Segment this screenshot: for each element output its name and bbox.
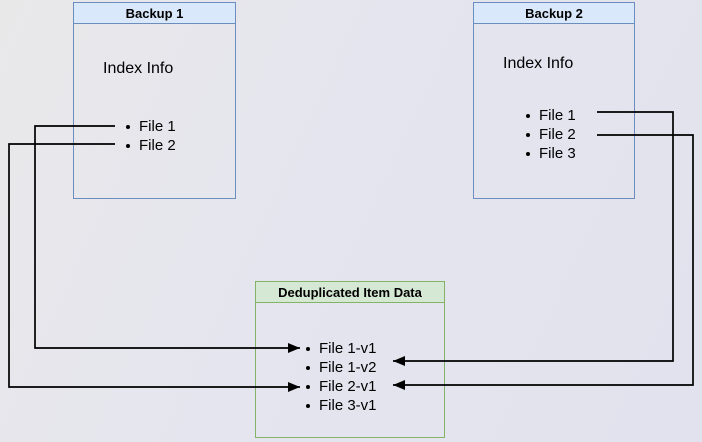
dedup-item: File 1-v1 [306,339,377,358]
dedup-item-label: File 1-v2 [319,359,377,376]
bullet-icon [526,113,530,118]
dedup-item-label: File 2-v1 [319,378,377,395]
backup-1-file-item: File 2 [126,136,176,155]
dedup-item-list: File 1-v1 File 1-v2 File 2-v1 File 3-v1 [306,339,377,415]
bullet-icon [306,403,310,408]
dedup-item: File 2-v1 [306,377,377,396]
bullet-icon [526,151,530,156]
dedup-title: Deduplicated Item Data [256,282,444,303]
bullet-icon [306,384,310,389]
file-label: File 3 [539,145,576,162]
backup-1-box: Backup 1 Index Info File 1 File 2 [73,2,236,199]
backup-1-index-info-label: Index Info [103,60,174,77]
dedup-item-label: File 3-v1 [319,397,377,414]
backup-1-file-list: File 1 File 2 [126,117,176,155]
bullet-icon [306,346,310,351]
file-label: File 1 [139,118,176,135]
dedup-item: File 3-v1 [306,396,377,415]
dedup-item: File 1-v2 [306,358,377,377]
backup-1-file-item: File 1 [126,117,176,136]
backup-2-file-item: File 3 [526,144,576,163]
file-label: File 2 [539,126,576,143]
backup-2-file-item: File 2 [526,125,576,144]
deduplicated-item-data-box: Deduplicated Item Data File 1-v1 File 1-… [255,281,445,438]
bullet-icon [306,365,310,370]
backup-2-box: Backup 2 Index Info File 1 File 2 File 3 [473,2,635,199]
dedup-item-label: File 1-v1 [319,340,377,357]
backup-2-title: Backup 2 [474,3,634,24]
file-label: File 2 [139,137,176,154]
backup-2-file-item: File 1 [526,106,576,125]
bullet-icon [126,143,130,148]
backup-2-file-list: File 1 File 2 File 3 [526,106,576,163]
bullet-icon [526,132,530,137]
file-label: File 1 [539,107,576,124]
backup-1-title: Backup 1 [74,3,235,24]
bullet-icon [126,124,130,129]
backup-2-index-info-label: Index Info [503,55,574,72]
